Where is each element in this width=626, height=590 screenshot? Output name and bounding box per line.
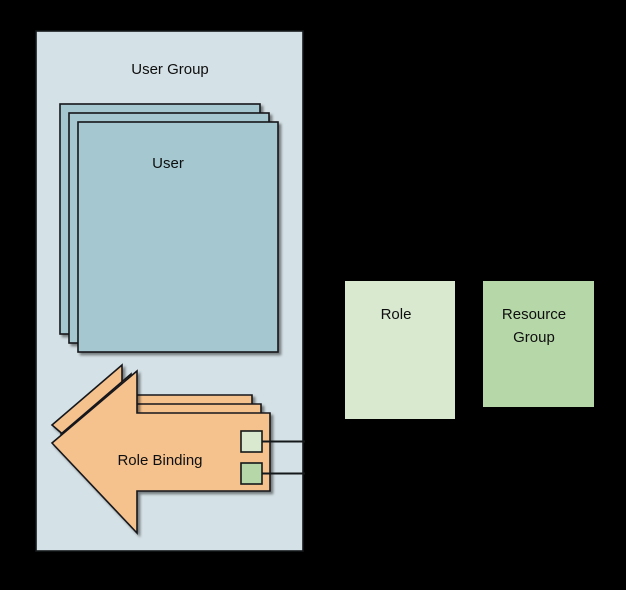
role-binding-label: Role Binding [117,452,202,469]
role-marker-swatch[interactable] [240,430,263,453]
role-box [345,281,455,419]
user-group-label: User Group [131,61,209,78]
resource-group-node[interactable]: Resource Group [483,281,594,407]
binding-connectors [262,440,305,475]
role-binding-arrow-front[interactable] [50,369,271,536]
role-label: Role [381,306,412,323]
user-label: User [152,155,184,172]
resource-group-label-line1: Resource [502,306,566,323]
role-binding-stack[interactable]: Role Binding [50,363,271,536]
user-card-front[interactable] [77,121,279,353]
resource-group-label-line2: Group [513,329,555,346]
role-binding-markers [240,430,263,485]
user-card-stack[interactable]: User [59,103,279,353]
role-node[interactable]: Role [345,281,455,419]
resource-group-box [483,281,594,407]
resource-group-marker-swatch[interactable] [240,462,263,485]
